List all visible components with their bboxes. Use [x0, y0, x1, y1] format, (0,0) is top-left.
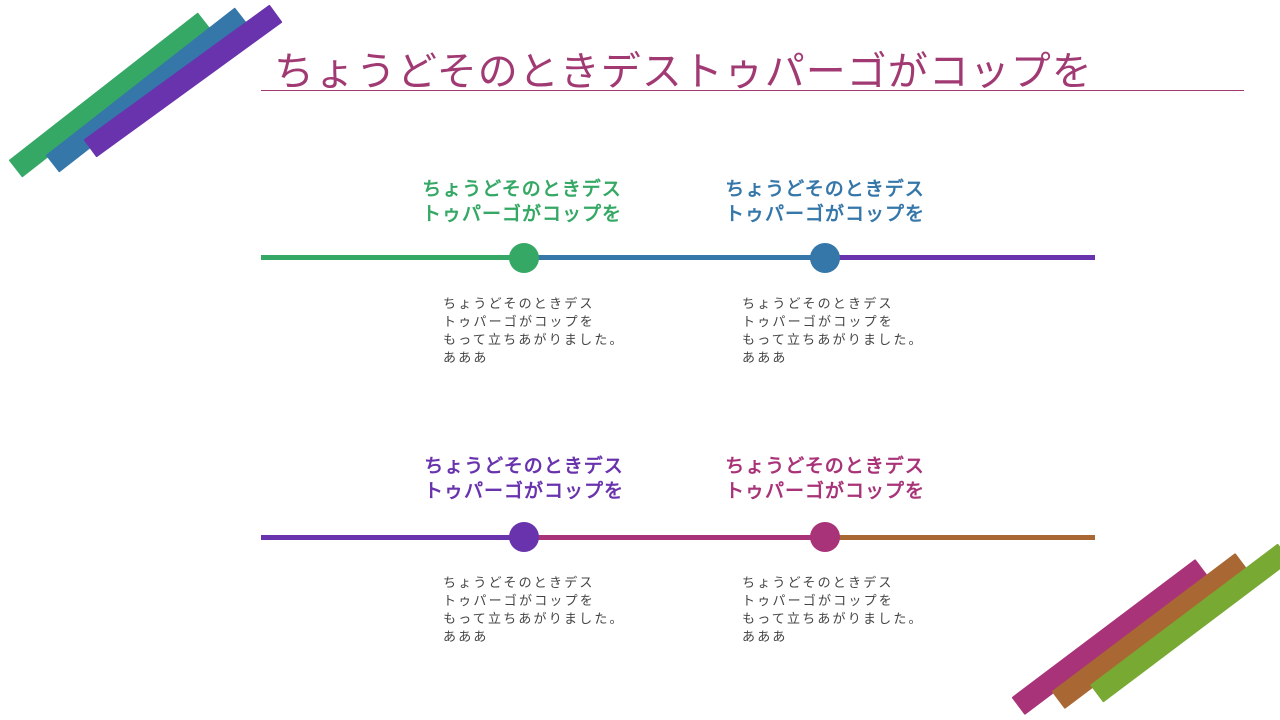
- timeline-segment: [825, 535, 1095, 540]
- timeline-node: [810, 243, 840, 273]
- timeline-segment: [825, 255, 1095, 260]
- step-heading: ちょうどそのときデス トゥパーゴがコップを: [421, 178, 622, 225]
- slide-title: ちょうどそのときデストゥパーゴがコップを: [274, 48, 1093, 95]
- timeline-segment: [524, 535, 825, 540]
- step-heading: ちょうどそのときデス トゥパーゴがコップを: [724, 178, 925, 225]
- step-description: ちょうどそのときデス トゥパーゴがコップを もって立ちあがりました。 あああ: [742, 297, 924, 366]
- title-divider: [261, 90, 1244, 91]
- timeline-node: [509, 243, 539, 273]
- step-description: ちょうどそのときデス トゥパーゴがコップを もって立ちあがりました。 あああ: [742, 576, 924, 645]
- decor-stripe-brown: [1051, 553, 1249, 709]
- step-description: ちょうどそのときデス トゥパーゴがコップを もって立ちあがりました。 あああ: [443, 576, 625, 645]
- step-heading: ちょうどそのときデス トゥパーゴがコップを: [724, 455, 925, 502]
- decor-stripe-blue: [45, 7, 249, 173]
- timeline-segment: [261, 535, 524, 540]
- timeline-node: [810, 522, 840, 552]
- timeline-segment: [261, 255, 524, 260]
- timeline-segment: [524, 255, 825, 260]
- step-description: ちょうどそのときデス トゥパーゴがコップを もって立ちあがりました。 あああ: [443, 297, 625, 366]
- timeline-node: [509, 522, 539, 552]
- step-heading: ちょうどそのときデス トゥパーゴがコップを: [423, 455, 624, 502]
